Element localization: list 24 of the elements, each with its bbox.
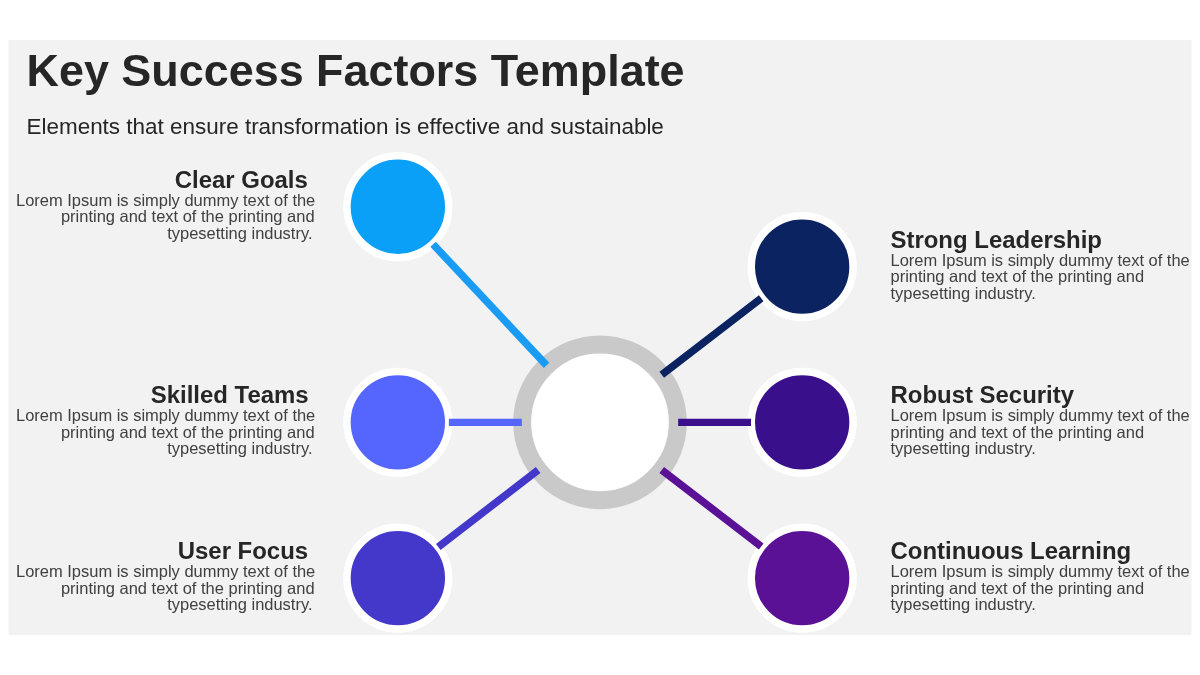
node-circle xyxy=(747,523,857,633)
node-label: Strong Leadership xyxy=(890,225,1102,253)
node-circle xyxy=(747,212,857,322)
node-label: Skilled Teams xyxy=(150,381,309,409)
connector xyxy=(659,295,764,378)
node-label: Lorem Ipsum is simply dummy text of the printing and text of the printing and typesetting industry. xyxy=(16,406,316,458)
node-label: User Focus xyxy=(177,537,309,565)
node-circle xyxy=(343,523,453,633)
node-label: Lorem Ipsum is simply dummy text of the printing and text of the printing and typesetting industry. xyxy=(16,190,316,242)
node-label: Clear Goals xyxy=(174,165,308,193)
caption: Elements that ensure transformation is effective and sustainable xyxy=(26,114,664,140)
node-circle xyxy=(747,367,857,478)
connector xyxy=(659,466,764,550)
connector xyxy=(448,418,522,427)
node-circle xyxy=(343,152,453,262)
connector xyxy=(678,418,751,427)
node-circle xyxy=(343,367,453,478)
node-circle xyxy=(513,335,687,510)
node-label: Lorem Ipsum is simply dummy text of the printing and text of the printing and typesetting industry. xyxy=(16,562,316,613)
node-label: Robust Security xyxy=(890,381,1075,409)
connector xyxy=(436,467,541,550)
connector xyxy=(430,241,550,368)
node-label: Continuous Learning xyxy=(890,537,1132,565)
diagram-title: Key Success Factors Template xyxy=(26,45,685,97)
